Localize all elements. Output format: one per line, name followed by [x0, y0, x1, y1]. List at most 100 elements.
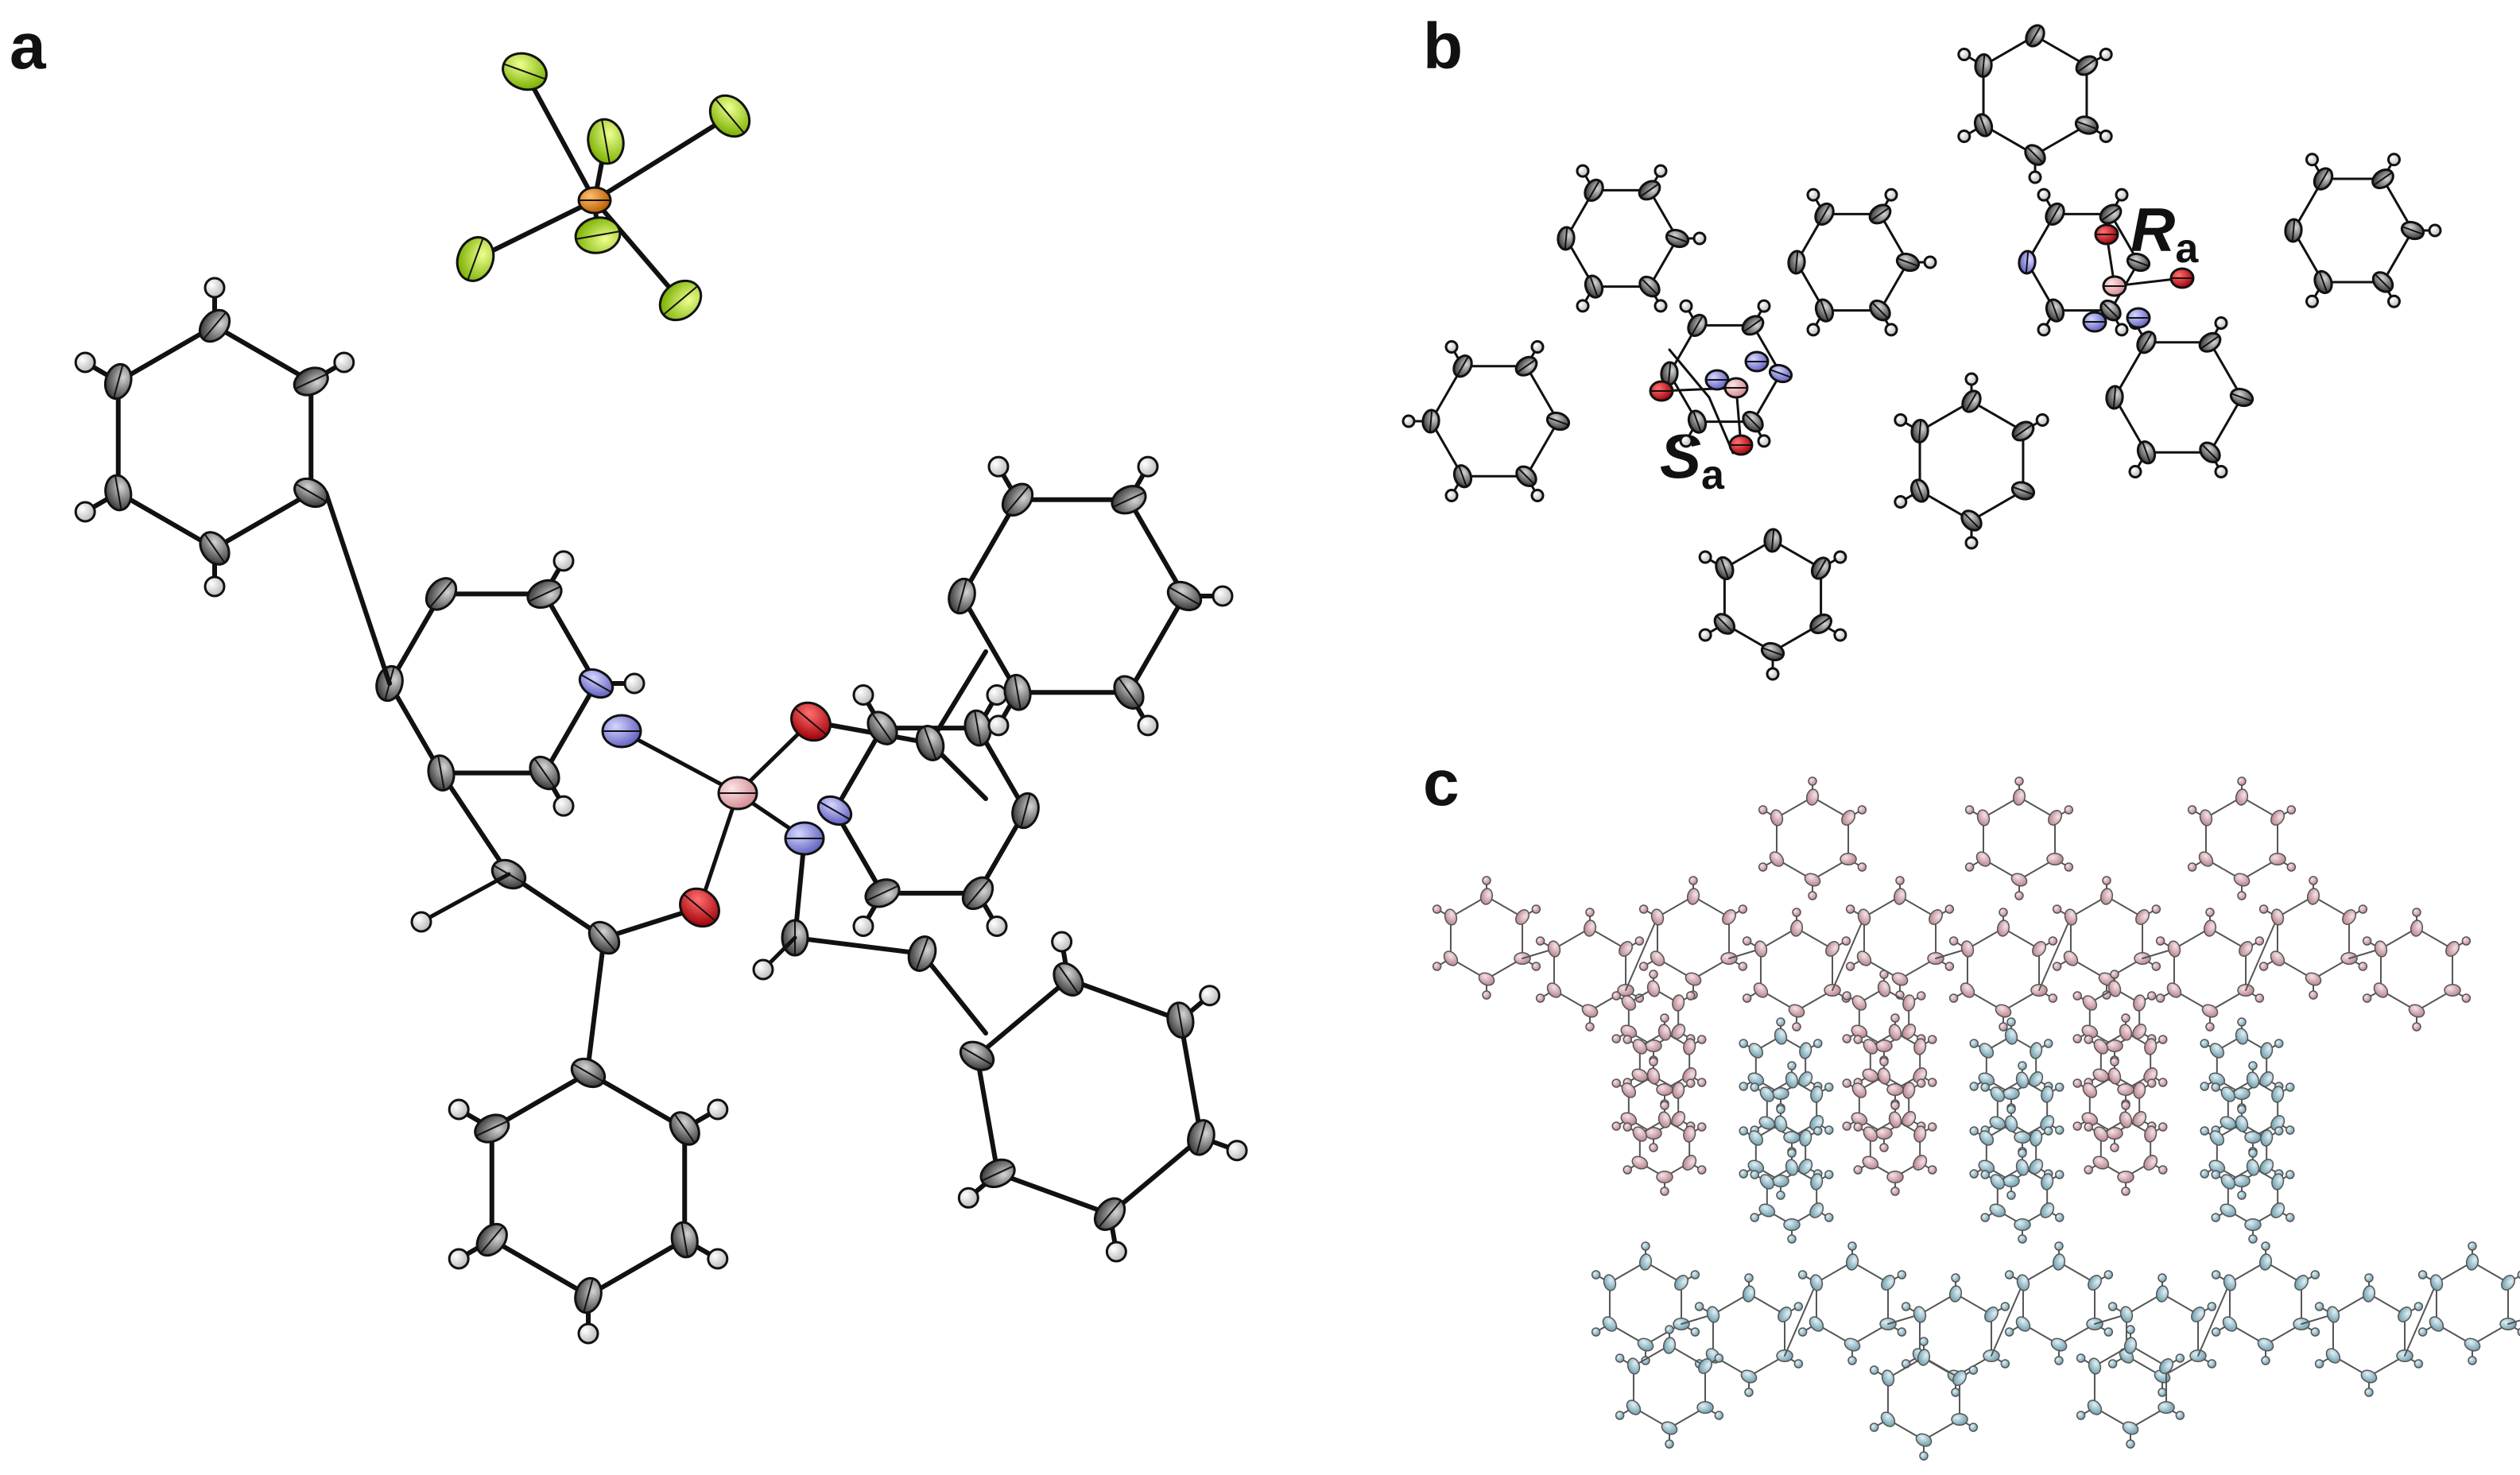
atom-pink — [2093, 1126, 2109, 1142]
atom-H — [1402, 414, 1416, 428]
atom-pink — [1888, 1111, 1902, 1129]
atom-pink — [2063, 950, 2079, 966]
atom-blue — [1778, 1307, 1793, 1322]
atom-H — [986, 915, 1008, 937]
atom-H — [448, 1248, 470, 1270]
atom-blue — [2310, 1270, 2320, 1279]
ellipsoid-axis — [576, 230, 620, 240]
ellipsoid-axis — [1716, 615, 1733, 633]
bond — [1486, 896, 1524, 918]
atom-blue — [2220, 1086, 2236, 1102]
atom-pink — [1531, 904, 1541, 914]
atom-blue — [1989, 1203, 2006, 1218]
atom-blue — [1984, 1307, 1999, 1322]
atom-blue — [1952, 1370, 1968, 1386]
bond — [212, 490, 314, 551]
atom-blue — [1951, 1273, 1960, 1283]
atom-blue — [1810, 1086, 1824, 1103]
ellipsoid-axis — [2231, 393, 2253, 402]
atom-blue — [2294, 1275, 2309, 1291]
bond — [1812, 796, 1850, 819]
atom-pink — [2064, 805, 2074, 815]
atom-blue — [1824, 1213, 1834, 1222]
atom-pink — [2205, 908, 2215, 917]
atom-blue — [2088, 1357, 2102, 1375]
atom-pink — [1650, 908, 1665, 926]
atom-blue — [2207, 1302, 2217, 1311]
atom-blue — [1809, 1316, 1824, 1332]
atom-pink — [1890, 1187, 1900, 1196]
atom-blue — [1869, 1365, 1879, 1375]
bond — [473, 198, 597, 261]
ellipsoid-axis — [2316, 168, 2330, 189]
atom-blue — [2030, 1042, 2043, 1059]
bond — [1107, 1135, 1204, 1217]
bond — [1669, 1345, 1707, 1367]
ellipsoid-axis — [1981, 54, 1986, 77]
bond — [506, 872, 607, 940]
atom-pink — [1611, 991, 1621, 1001]
atom-H — [752, 958, 774, 981]
atom-blue — [2076, 1411, 2086, 1420]
ellipsoid-axis — [437, 755, 445, 791]
atom-pink — [2187, 862, 2197, 872]
atom-pink — [1722, 909, 1737, 925]
atom-pink — [2358, 962, 2368, 971]
atom-pink — [1999, 908, 2008, 917]
panel-b-enantiomer-pair — [1402, 24, 2442, 681]
atom-pink — [1845, 904, 1855, 914]
atom-pink — [1928, 1078, 1937, 1087]
atom-pink — [2254, 936, 2265, 946]
atom-blue — [2257, 1338, 2274, 1352]
atom-blue — [2429, 1316, 2444, 1332]
atom-pink — [2093, 1039, 2109, 1055]
atom-blue — [2054, 1356, 2064, 1365]
atom-pink — [1902, 1111, 1917, 1127]
atom-blue — [2030, 1129, 2043, 1147]
atom-pink — [2133, 1082, 2146, 1099]
bond — [1065, 977, 1183, 1023]
bond — [115, 323, 217, 384]
ellipsoid-axis — [2201, 443, 2219, 461]
atom-blue — [2159, 1358, 2174, 1374]
atom-blue — [2158, 1273, 2167, 1283]
atom-H — [1698, 628, 1712, 642]
atom-pink — [2155, 936, 2165, 946]
bond — [2018, 796, 2057, 819]
atom-blue — [2040, 1202, 2055, 1218]
atom-pink — [2032, 941, 2047, 957]
ellipsoid-axis — [2402, 226, 2424, 235]
atom-pink — [1928, 1122, 1937, 1132]
atom-pink — [2362, 993, 2372, 1003]
sa-subscript: a — [1701, 452, 1724, 498]
atom-blue — [1626, 1357, 1641, 1375]
atom-blue — [1809, 1115, 1824, 1131]
atom-pink — [1877, 980, 1891, 997]
atom-blue — [1626, 1400, 1642, 1415]
ellipsoid-axis — [1177, 1002, 1184, 1038]
atom-pink — [2132, 1024, 2147, 1039]
atom-blue — [2398, 1307, 2413, 1322]
atom-blue — [2222, 1316, 2238, 1332]
atom-pink — [2110, 1057, 2119, 1067]
ellipsoid-axis — [1743, 318, 1763, 333]
atom-pink — [1792, 908, 1801, 917]
bond — [2472, 1261, 2510, 1283]
ellipsoid-axis — [2026, 146, 2044, 164]
ellipsoid-axis — [1692, 411, 1702, 433]
atom-pink — [1842, 1034, 1851, 1043]
ellipsoid-axis — [1811, 617, 1831, 631]
atom-pink — [2084, 1035, 2093, 1044]
atom-pink — [2445, 941, 2460, 957]
ellipsoid-axis — [475, 1120, 509, 1137]
atom-pink — [1444, 908, 1458, 926]
bond — [2245, 916, 2278, 991]
atom-pink — [2117, 1171, 2134, 1183]
ellipsoid-axis — [1744, 413, 1762, 431]
bond — [2416, 927, 2454, 950]
atom-pink — [2064, 862, 2074, 872]
atom-H — [987, 455, 1010, 478]
atom-pink — [1432, 962, 1442, 971]
atom-blue — [1744, 1388, 1754, 1397]
atom-pink — [2048, 993, 2058, 1003]
